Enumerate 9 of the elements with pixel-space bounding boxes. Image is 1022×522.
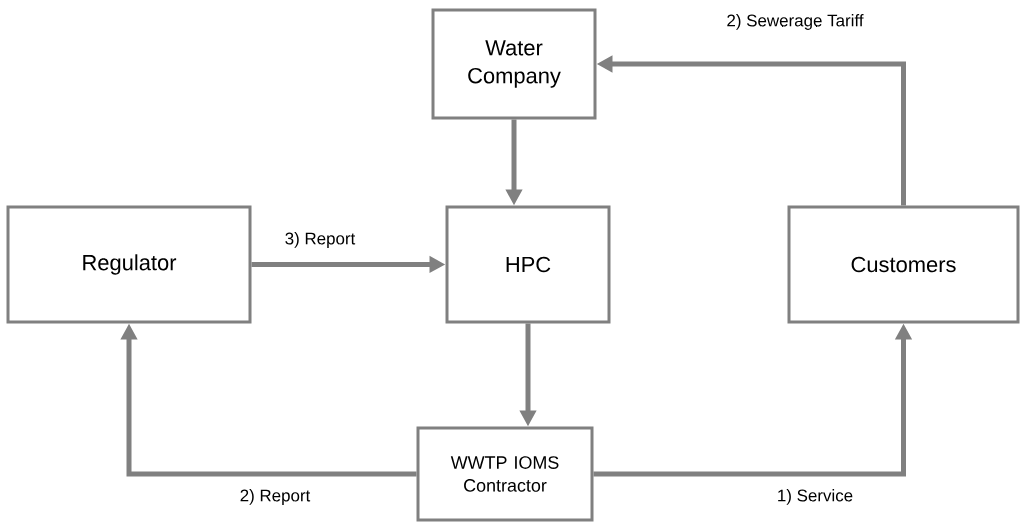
process-box: Customers [787,205,1020,324]
edge-label: 1) Service [775,488,855,506]
edge-label: 2) Sewerage Tariff [725,13,865,31]
edge-label: 2) Report [238,488,312,506]
edge-label: 3) Report [283,231,357,249]
process-box: Water Company [431,8,597,120]
process-box: WWTP IOMS Contractor [416,426,594,522]
process-box: HPC [445,205,611,324]
process-box: Regulator [6,205,252,324]
